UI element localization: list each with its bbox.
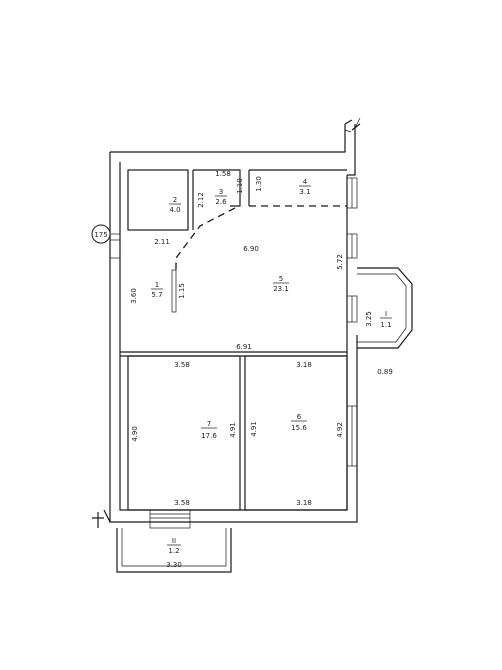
room-7-walls <box>127 355 241 511</box>
svg-text:2.6: 2.6 <box>215 198 227 206</box>
svg-text:15.6: 15.6 <box>291 424 307 432</box>
dim-1-10: 1.10 <box>236 178 244 194</box>
room-label-I: I 1.1 <box>380 310 392 329</box>
svg-text:7: 7 <box>207 420 211 428</box>
unit-marker: 175 <box>91 224 120 244</box>
room-label-II: II 1.2 <box>167 537 181 555</box>
dim-3-18-bottom: 3.18 <box>296 499 312 507</box>
dim-4-91-right: 4.91 <box>250 421 258 437</box>
dim-2-11: 2.11 <box>154 238 170 246</box>
dim-4-91-left: 4.91 <box>229 422 237 438</box>
partition-middle <box>120 351 347 357</box>
svg-text:17.6: 17.6 <box>201 432 217 440</box>
svg-text:1.1: 1.1 <box>380 321 391 329</box>
room-label-7: 7 17.6 <box>201 420 217 440</box>
dim-3-18-top: 3.18 <box>296 361 312 369</box>
svg-text:4: 4 <box>303 178 308 186</box>
room-4-walls <box>248 169 347 207</box>
dim-1-30: 1.30 <box>255 176 263 192</box>
hall-door <box>171 269 177 313</box>
loggia-I <box>357 267 413 349</box>
dim-6-91: 6.91 <box>236 343 252 351</box>
svg-text:I: I <box>385 310 387 318</box>
dim-4-90: 4.90 <box>131 426 139 442</box>
dim-6-90: 6.90 <box>243 245 259 253</box>
dim-3-58-bottom: 3.58 <box>174 499 190 507</box>
dim-3-60: 3.60 <box>130 288 138 304</box>
svg-text:3.1: 3.1 <box>299 188 310 196</box>
room-label-6: 6 15.6 <box>291 413 307 432</box>
svg-text:1: 1 <box>155 281 159 289</box>
dim-2-12: 2.12 <box>197 192 205 208</box>
hall-boundary <box>175 207 236 270</box>
room-6-walls <box>244 355 348 511</box>
outer-walls <box>109 117 361 523</box>
dim-3-25: 3.25 <box>365 311 373 327</box>
dim-0-89: 0.89 <box>377 368 393 376</box>
dim-1-15: 1.15 <box>178 283 186 299</box>
marker-label: 175 <box>94 231 107 239</box>
entrance-marks <box>92 509 191 529</box>
svg-text:1.2: 1.2 <box>168 547 179 555</box>
room-label-4: 4 3.1 <box>299 178 311 196</box>
svg-text:23.1: 23.1 <box>273 285 289 293</box>
dim-5-72: 5.72 <box>336 254 344 270</box>
dim-4-92: 4.92 <box>336 422 344 438</box>
svg-text:2: 2 <box>173 196 177 204</box>
room-label-3: 3 2.6 <box>215 188 227 206</box>
room-2-walls <box>127 169 189 231</box>
room-3-walls <box>192 169 241 230</box>
dim-3-30: 3.30 <box>166 561 182 569</box>
svg-text:5: 5 <box>279 275 283 283</box>
room-label-5: 5 23.1 <box>273 275 289 293</box>
svg-text:3: 3 <box>219 188 223 196</box>
svg-text:5.7: 5.7 <box>151 291 162 299</box>
dim-3-58-top: 3.58 <box>174 361 190 369</box>
svg-text:6: 6 <box>297 413 302 421</box>
dim-1-58: 1.58 <box>215 170 231 178</box>
svg-text:II: II <box>172 537 176 545</box>
room-label-2: 2 4.0 <box>169 196 181 214</box>
room-label-1: 1 5.7 <box>151 281 163 299</box>
svg-text:4.0: 4.0 <box>169 206 180 214</box>
balcony-II <box>116 528 232 573</box>
